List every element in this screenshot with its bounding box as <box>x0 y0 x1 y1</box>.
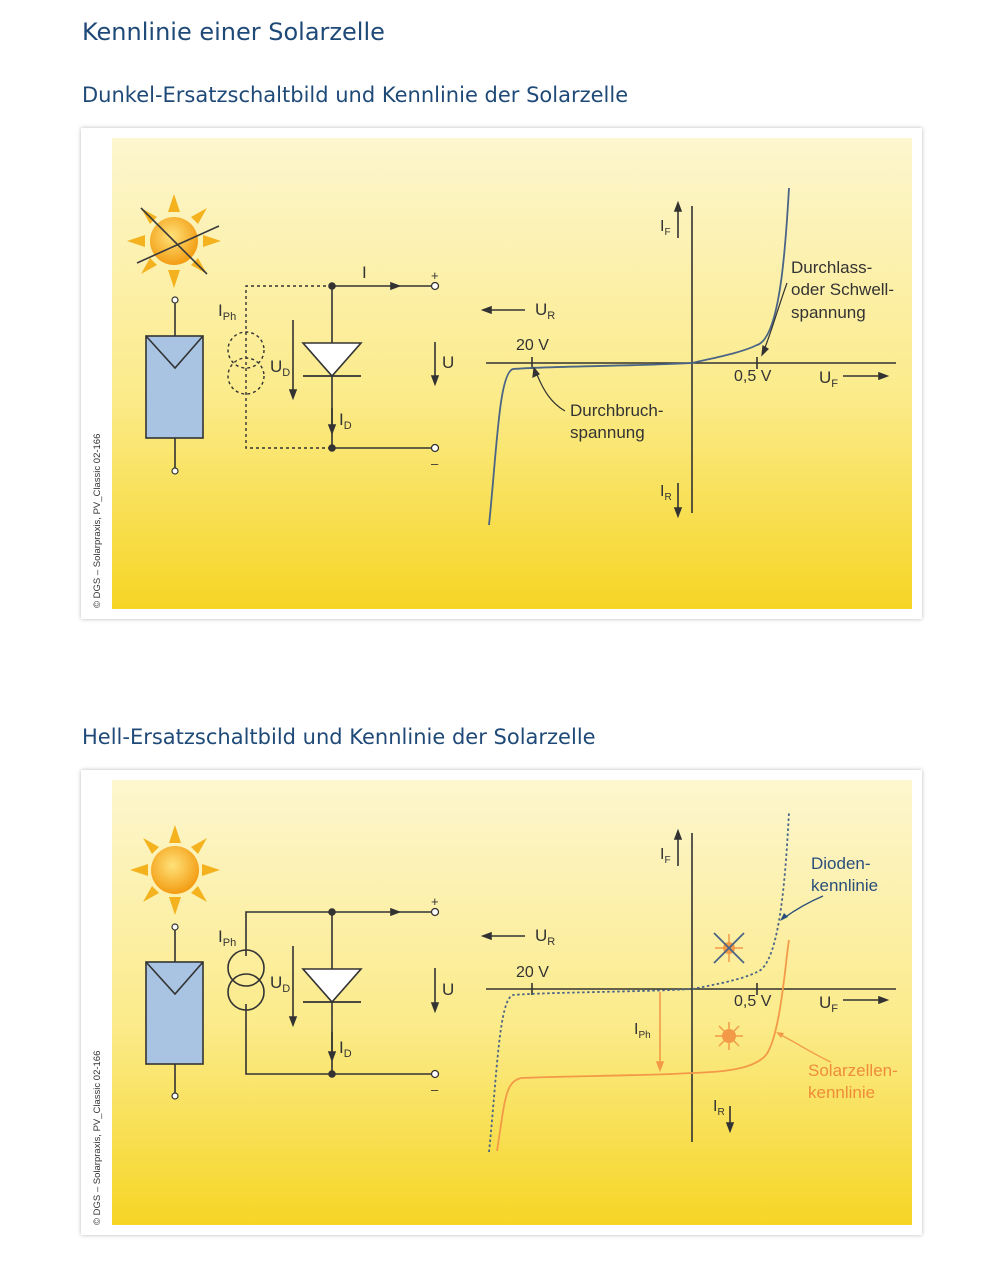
dark-characteristic-curve <box>488 187 790 526</box>
annotation-durchbruch-1: Durchbruch- <box>570 401 664 420</box>
sun-small-icon <box>715 1022 743 1050</box>
annotation-durchlass-1: Durchlass- <box>791 258 872 277</box>
diode-characteristic-curve <box>488 811 790 1153</box>
label-iph-curve: IPh <box>634 1021 651 1041</box>
figure-1-copyright: © DGS – Solarpraxis, PV_Classic 02-166 <box>92 434 103 608</box>
label-i-f: IF <box>660 846 671 866</box>
label-minus: – <box>431 1082 439 1097</box>
label-i-r: IR <box>713 1098 725 1118</box>
sun-icon <box>130 825 220 915</box>
label-u-d: UD <box>270 973 290 995</box>
figure-1-dark-circuit: © DGS – Solarpraxis, PV_Classic 02-166 <box>81 128 922 619</box>
diode-icon <box>301 968 363 1004</box>
label-plus: + <box>431 268 439 283</box>
label-plus: + <box>431 894 439 909</box>
characteristic-axes <box>480 828 896 1142</box>
sun-icon <box>127 194 221 288</box>
label-i: I <box>362 263 367 282</box>
annotation-dioden-1: Dioden- <box>811 854 871 873</box>
annotation-durchbruch-2: spannung <box>570 423 645 442</box>
figure-2-light-circuit: © DGS – Solarpraxis, PV_Classic 02-166 <box>81 770 922 1235</box>
label-u-f: UF <box>819 993 838 1015</box>
iph-offset-arrow <box>655 992 665 1073</box>
annotation-dioden-2: kennlinie <box>811 876 878 895</box>
diode-icon <box>301 342 363 378</box>
dashed-current-source <box>227 285 332 449</box>
label-u: U <box>442 980 454 999</box>
label-i-d: ID <box>339 1038 352 1060</box>
label-u-d: UD <box>270 357 290 379</box>
label-u-r: UR <box>535 926 555 948</box>
current-source-icon <box>227 911 332 1075</box>
annotation-leaders <box>532 282 788 412</box>
figure-1-svg: © DGS – Solarpraxis, PV_Classic 02-166 <box>92 138 912 609</box>
annotation-durchlass-2: oder Schwell- <box>791 280 894 299</box>
solar-cell-characteristic-curve <box>496 939 790 1152</box>
label-i-ph: IPh <box>218 927 236 949</box>
tick-label-05v: 0,5 V <box>734 368 772 385</box>
figure-2-heading: Hell-Ersatzschaltbild und Kennlinie der … <box>82 725 596 749</box>
circuit-wires <box>288 281 440 453</box>
label-u: U <box>442 353 454 372</box>
annotation-solar-1: Solarzellen- <box>808 1061 898 1080</box>
figure-2-svg: © DGS – Solarpraxis, PV_Classic 02-166 <box>92 780 912 1225</box>
label-minus: – <box>431 456 439 471</box>
figure-1-heading: Dunkel-Ersatzschaltbild und Kennlinie de… <box>82 83 629 107</box>
circuit-wires <box>288 907 440 1079</box>
label-i-r: IR <box>660 483 672 503</box>
solar-cell-icon <box>145 296 204 475</box>
annotation-leaders <box>776 895 832 1063</box>
sun-crossed-icon <box>713 932 745 964</box>
label-u-f: UF <box>819 368 838 390</box>
tick-label-20v: 20 V <box>516 964 549 981</box>
annotation-solar-2: kennlinie <box>808 1083 875 1102</box>
solar-cell-icon <box>145 923 204 1100</box>
tick-label-05v: 0,5 V <box>734 993 772 1010</box>
label-u-r: UR <box>535 300 555 322</box>
label-i-d: ID <box>339 410 352 432</box>
figure-1-background <box>112 138 912 609</box>
figure-2-copyright: © DGS – Solarpraxis, PV_Classic 02-166 <box>92 1051 103 1225</box>
tick-label-20v: 20 V <box>516 337 549 354</box>
annotation-durchlass-3: spannung <box>791 303 866 322</box>
figure-2-background <box>112 780 912 1225</box>
label-i-f: IF <box>660 218 671 238</box>
label-i-ph: IPh <box>218 301 236 323</box>
page-title: Kennlinie einer Solarzelle <box>82 18 385 46</box>
